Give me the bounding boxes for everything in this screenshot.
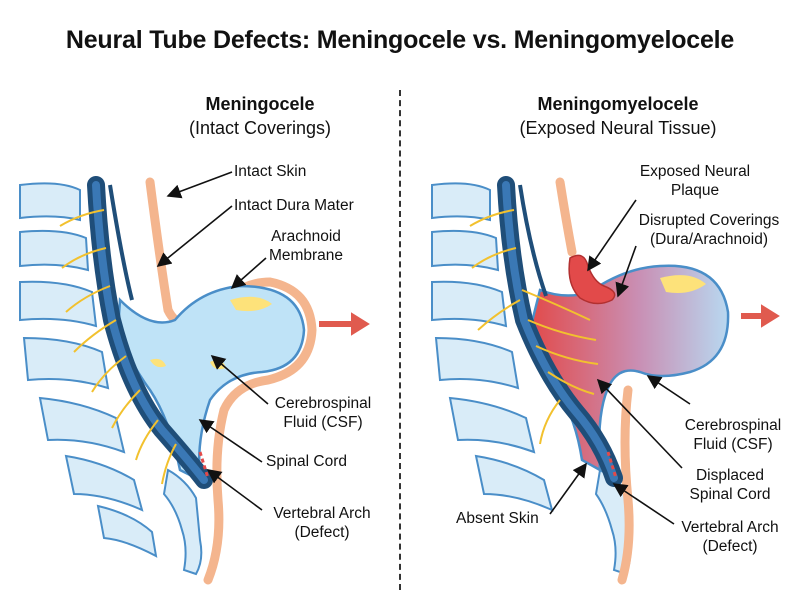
meningocele-diagram <box>19 171 370 585</box>
csf-highlight <box>660 275 706 293</box>
right-panel-subtitle: (Exposed Neural Tissue) <box>519 118 717 138</box>
skin-layer <box>555 177 577 257</box>
right-panel-title: Meningomyelocele <box>537 94 699 114</box>
label-vertebral-arch: Vertebral Arch (Defect) <box>262 504 382 542</box>
label-intact-dura-mater: Intact Dura Mater <box>234 197 354 214</box>
leader-lines <box>549 199 691 525</box>
dura-mater <box>108 184 134 301</box>
label-vertebral-arch-right: Vertebral Arch (Defect) <box>670 518 790 556</box>
csf-highlight <box>230 296 272 312</box>
skin-layer <box>617 385 634 585</box>
label-arch-right-line1: Vertebral Arch <box>681 519 779 536</box>
label-arachnoid-line1: Arachnoid <box>271 228 341 245</box>
label-arch-line2: (Defect) <box>294 524 350 541</box>
label-arachnoid-membrane: Arachnoid Membrane <box>258 227 354 265</box>
label-displaced-line2: Spinal Cord <box>689 486 771 503</box>
label-disrupted-line2: (Dura/Arachnoid) <box>649 231 769 248</box>
label-csf-line2: Fluid (CSF) <box>283 414 363 431</box>
label-disrupted-line1: Disrupted Coverings <box>638 212 780 229</box>
protrusion-arrow <box>741 304 780 328</box>
label-arch-right-line2: (Defect) <box>702 538 758 555</box>
label-displaced-line1: Displaced <box>695 467 765 484</box>
csf-sac <box>116 284 306 483</box>
label-csf-line1: Cerebrospinal <box>274 395 372 412</box>
vertebral-bodies <box>19 182 203 576</box>
label-displaced-spinal-cord: Displaced Spinal Cord <box>678 466 782 504</box>
panel-divider <box>399 90 401 590</box>
right-panel-heading: Meningomyelocele (Exposed Neural Tissue) <box>448 92 788 140</box>
leader-lines <box>156 171 269 511</box>
label-csf-right-line1: Cerebrospinal <box>684 417 782 434</box>
label-csf: Cerebrospinal Fluid (CSF) <box>262 394 384 432</box>
left-panel-heading: Meningocele (Intact Coverings) <box>90 92 430 140</box>
nerve-roots <box>59 209 177 485</box>
meningomyelocele-diagram <box>431 176 780 585</box>
csf-highlight <box>150 358 166 368</box>
label-disrupted-coverings: Disrupted Coverings (Dura/Arachnoid) <box>626 211 792 249</box>
label-csf-right: Cerebrospinal Fluid (CSF) <box>672 416 794 454</box>
label-csf-right-line2: Fluid (CSF) <box>693 436 773 453</box>
label-absent-skin: Absent Skin <box>456 510 539 527</box>
left-panel-title: Meningocele <box>205 94 315 114</box>
label-intact-skin: Intact Skin <box>234 163 307 180</box>
left-panel-subtitle: (Intact Coverings) <box>188 118 332 138</box>
page-title: Neural Tube Defects: Meningocele vs. Men… <box>65 26 735 54</box>
nerve-roots <box>469 209 599 445</box>
arch-defect-mark <box>198 451 210 479</box>
label-exposed-neural-plaque: Exposed Neural Plaque <box>630 162 760 200</box>
protrusion-arrow <box>319 312 370 336</box>
arch-defect-mark <box>606 451 618 479</box>
label-arachnoid-line2: Membrane <box>268 247 344 264</box>
dura-mater <box>518 184 548 297</box>
label-arch-line1: Vertebral Arch <box>273 505 371 522</box>
label-spinal-cord: Spinal Cord <box>266 453 347 470</box>
label-plaque-line1: Exposed Neural <box>639 163 751 180</box>
label-plaque-line2: Plaque <box>670 182 720 199</box>
